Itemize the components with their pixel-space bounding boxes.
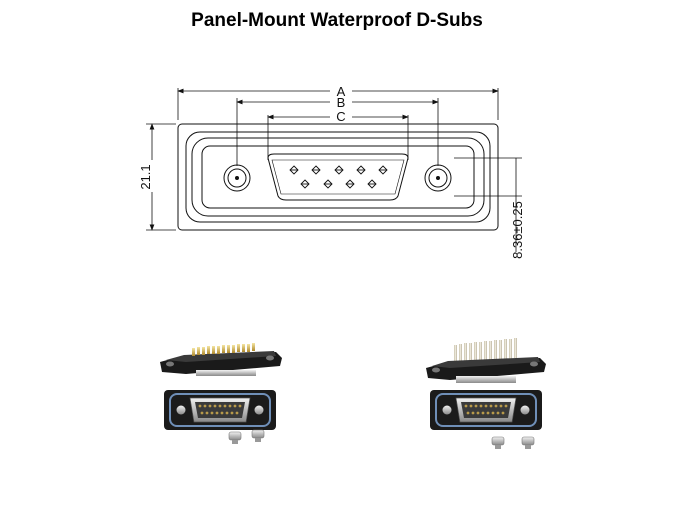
pin-8 (345, 179, 355, 189)
left-rear-housing (160, 343, 282, 376)
pin-3 (334, 165, 344, 175)
pin-1 (289, 165, 299, 175)
product-photo-left (160, 343, 282, 444)
dim-label-b: B (337, 95, 346, 110)
pin-2 (311, 165, 321, 175)
dim-label-offset: 8.36±0.25 (510, 201, 525, 259)
right-front-connector (430, 390, 542, 430)
dim-label-c: C (336, 109, 345, 124)
dim-label-height: 21.1 (138, 164, 153, 189)
left-screws (228, 429, 265, 444)
page-title: Panel-Mount Waterproof D-Subs (191, 10, 483, 31)
pin-6 (300, 179, 310, 189)
left-front-connector (164, 390, 276, 430)
right-screws (491, 436, 535, 449)
right-rear-housing (426, 338, 546, 383)
pin-5 (378, 165, 388, 175)
pin-9 (367, 179, 377, 189)
dim-label-a: A (337, 84, 346, 99)
pin-contacts (289, 165, 388, 189)
pin-7 (323, 179, 333, 189)
connector-drawing (177, 123, 499, 231)
product-photo-right (426, 338, 546, 449)
pin-4 (356, 165, 366, 175)
